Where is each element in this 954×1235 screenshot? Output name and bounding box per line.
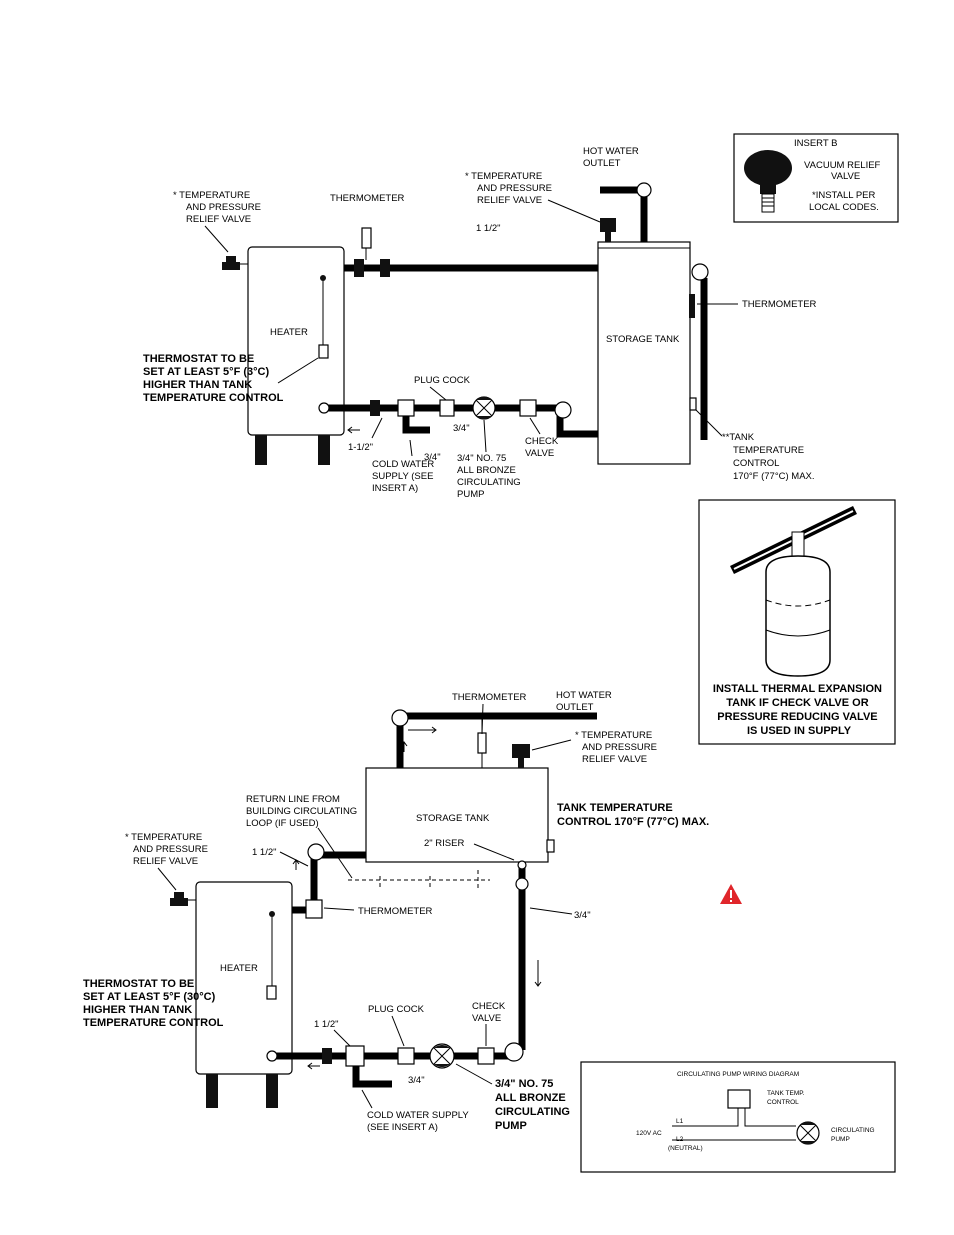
expansion-caption: INSTALL THERMAL EXPANSION TANK IF CHECK … <box>713 683 885 737</box>
bottom-cold-water-label: COLD WATER SUPPLY (SEE INSERT A) <box>367 1110 471 1133</box>
top-tank-relief-valve <box>600 218 616 242</box>
bottom-storage-tank-label: STORAGE TANK <box>416 813 490 824</box>
vacuum-relief-valve-icon <box>744 150 792 213</box>
top-thermometer <box>361 227 372 260</box>
wiring-l2: L2 (NEUTRAL) <box>668 1136 703 1152</box>
top-three-quarter-b: 3/4" <box>424 452 441 463</box>
top-check-valve <box>519 399 537 417</box>
wiring-voltage: 120V AC <box>636 1130 662 1137</box>
bottom-hot-water-label: HOT WATER OUTLET <box>556 690 614 713</box>
top-three-quarter-a: 3/4" <box>453 423 470 434</box>
warning-triangle-icon <box>720 884 742 904</box>
wiring-pump-icon <box>796 1121 820 1145</box>
top-storage-tank-label: STORAGE TANK <box>606 334 680 345</box>
bottom-heater-relief-valve <box>170 892 196 906</box>
insert-b-note: *INSTALL PER LOCAL CODES. <box>809 190 879 213</box>
top-heater <box>247 246 345 465</box>
top-diagram: * TEMPERATURE AND PRESSURE RELIEF VALVE … <box>143 146 817 500</box>
top-heater-trv-label: * TEMPERATURE AND PRESSURE RELIEF VALVE <box>173 190 264 225</box>
bottom-thermometer-heater-label: THERMOMETER <box>358 906 433 917</box>
top-heater-label: HEATER <box>270 327 308 338</box>
bottom-one-half-top: 1 1/2" <box>252 847 277 858</box>
bottom-riser-label: 2" RISER <box>424 838 464 849</box>
bottom-tank-relief-valve <box>512 744 530 768</box>
bottom-return-line-label: RETURN LINE FROM BUILDING CIRCULATING LO… <box>246 794 360 829</box>
bottom-diagram: THERMOMETER HOT WATER OUTLET * TEMPERATU… <box>83 690 709 1133</box>
bottom-tank-control-label: TANK TEMPERATURE CONTROL 170°F (77°C) MA… <box>557 802 709 828</box>
bottom-circulating-pump <box>429 1043 455 1069</box>
bottom-check-valve <box>477 1047 495 1065</box>
top-pump-label: 3/4" NO. 75 ALL BRONZE CIRCULATING PUMP <box>457 453 523 500</box>
top-thermostat-label: THERMOSTAT TO BE SET AT LEAST 5°F (3°C) … <box>143 353 284 404</box>
wiring-l1: L1 <box>676 1118 684 1125</box>
bottom-check-valve-label: CHECK VALVE <box>472 1001 508 1024</box>
top-thermometer-label: THERMOMETER <box>330 193 405 204</box>
insert-b-title: INSERT B <box>794 138 837 149</box>
bottom-heater-trv-label: * TEMPERATURE AND PRESSURE RELIEF VALVE <box>125 832 211 867</box>
bottom-heater-label: HEATER <box>220 963 258 974</box>
top-tank-control-label: **TANK TEMPERATURE CONTROL 170°F (77°C) … <box>722 432 815 482</box>
expansion-tank-insert: INSTALL THERMAL EXPANSION TANK IF CHECK … <box>698 499 896 745</box>
bottom-thermometer-label: THERMOMETER <box>452 692 527 703</box>
top-one-half-label: 1-1/2" <box>348 442 373 453</box>
insert-b: INSERT B VACUUM RELIEF VALVE *INSTALL PE… <box>733 133 899 223</box>
top-cold-water-label: COLD WATER SUPPLY (SEE INSERT A) <box>372 459 437 494</box>
bottom-three-quarter-riser: 3/4" <box>574 910 591 921</box>
top-plug-cock <box>439 399 455 417</box>
wiring-diagram: CIRCULATING PUMP WIRING DIAGRAM TANK TEM… <box>580 1061 896 1173</box>
top-hot-water-label: HOT WATER OUTLET <box>583 146 641 169</box>
wiring-title: CIRCULATING PUMP WIRING DIAGRAM <box>677 1071 799 1078</box>
wiring-pump-label: CIRCULATING PUMP <box>831 1127 876 1143</box>
bottom-three-quarter: 3/4" <box>408 1075 425 1086</box>
top-thermometer-tank-label: THERMOMETER <box>742 299 817 310</box>
bottom-storage-tank <box>365 767 549 863</box>
bottom-plug-cock <box>397 1047 415 1065</box>
top-tank-trv-label: * TEMPERATURE AND PRESSURE RELIEF VALVE <box>465 171 555 206</box>
top-check-valve-label: CHECK VALVE <box>525 436 561 459</box>
top-circulating-pump <box>472 396 496 420</box>
insert-b-valve-label: VACUUM RELIEF VALVE <box>804 160 883 182</box>
top-plug-cock-label: PLUG COCK <box>414 375 471 386</box>
top-pipe-size-label: 1 1/2" <box>476 223 501 234</box>
expansion-tank-icon <box>730 505 857 677</box>
bottom-heater <box>195 881 293 1108</box>
bottom-one-half-bottom: 1 1/2" <box>314 1019 339 1030</box>
bottom-tank-trv-label: * TEMPERATURE AND PRESSURE RELIEF VALVE <box>575 730 660 765</box>
top-storage-tank <box>597 241 691 465</box>
wiring-tank-control-label: TANK TEMP. CONTROL <box>767 1090 806 1106</box>
bottom-plug-cock-label: PLUG COCK <box>368 1004 425 1015</box>
bottom-thermostat-label: THERMOSTAT TO BE SET AT LEAST 5°F (30°C)… <box>83 978 224 1029</box>
bottom-pump-label: 3/4" NO. 75 ALL BRONZE CIRCULATING PUMP <box>495 1078 573 1132</box>
top-heater-relief-valve <box>222 256 248 270</box>
